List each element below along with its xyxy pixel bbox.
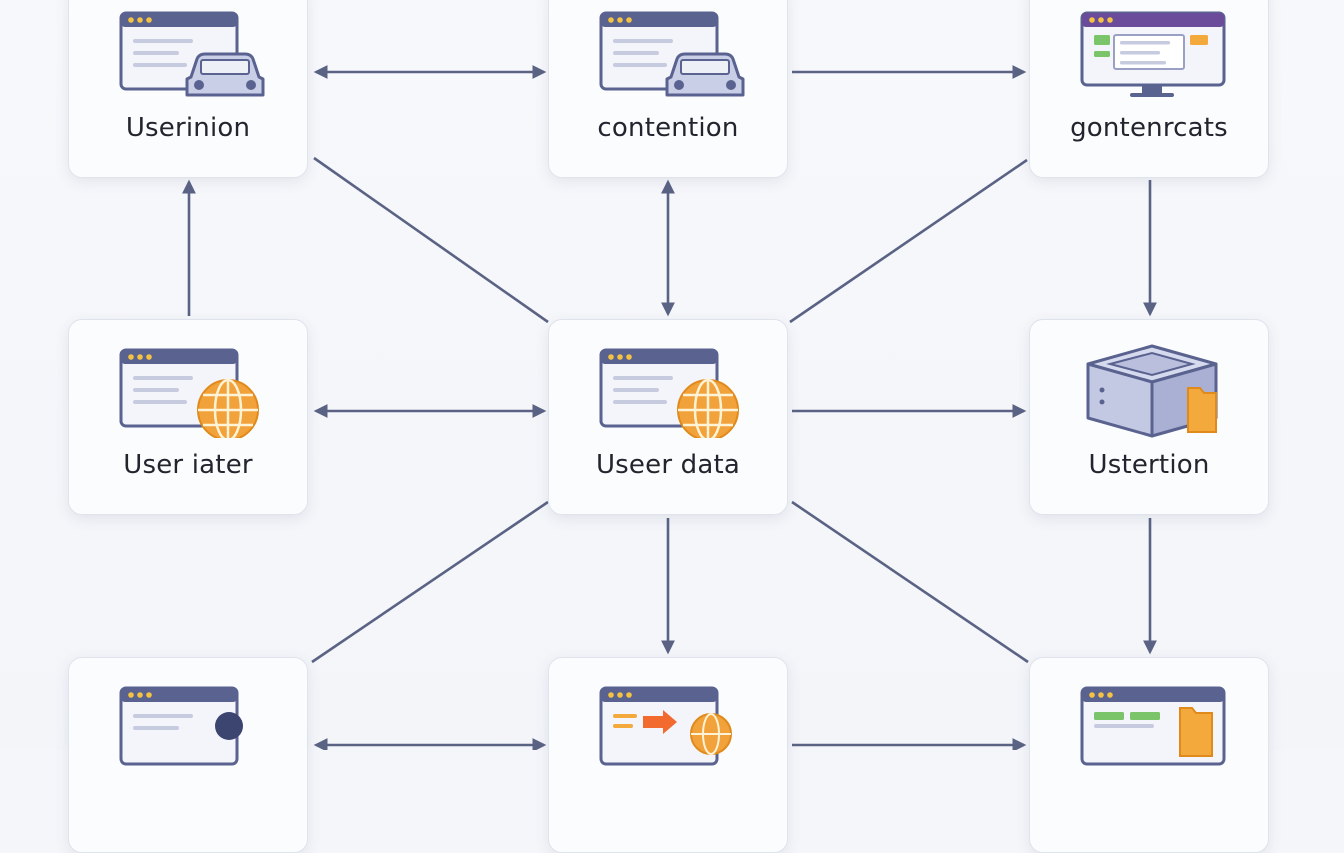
edge-n5-n9 <box>791 500 1029 664</box>
browser-arrow-globe-icon <box>599 686 732 766</box>
node-contention[interactable]: contention <box>548 0 788 178</box>
node-user-iater[interactable]: User iater <box>68 319 308 515</box>
node-label: Useer data <box>595 450 741 480</box>
node-gontenrcats[interactable]: gontenrcats <box>1029 0 1269 178</box>
browser-car-icon <box>119 11 265 97</box>
node-bottom-right[interactable] <box>1029 657 1269 853</box>
browser-folder-icon <box>1080 686 1226 766</box>
edge-n3-n5 <box>789 158 1028 324</box>
node-bottom-left[interactable] <box>68 657 308 853</box>
node-label: contention <box>597 113 739 143</box>
browser-globe-icon <box>119 348 259 438</box>
server-folder-icon <box>1086 344 1218 438</box>
node-ustertion[interactable]: Ustertion <box>1029 319 1269 515</box>
node-label: Userinion <box>125 113 251 143</box>
browser-globe-icon <box>599 348 739 438</box>
monitor-icon <box>1080 11 1226 97</box>
node-userinion[interactable]: Userinion <box>68 0 308 178</box>
node-label: User iater <box>123 450 253 480</box>
browser-car-icon <box>599 11 745 97</box>
node-label: Ustertion <box>1088 450 1210 480</box>
edges-layer <box>182 65 1157 750</box>
node-useer-data[interactable]: Useer data <box>548 319 788 515</box>
node-bottom-middle[interactable] <box>548 657 788 853</box>
edge-n5-n7 <box>311 500 549 664</box>
browser-user-icon <box>119 686 243 766</box>
node-label: gontenrcats <box>1070 113 1228 143</box>
edge-n1-n5 <box>313 156 549 324</box>
